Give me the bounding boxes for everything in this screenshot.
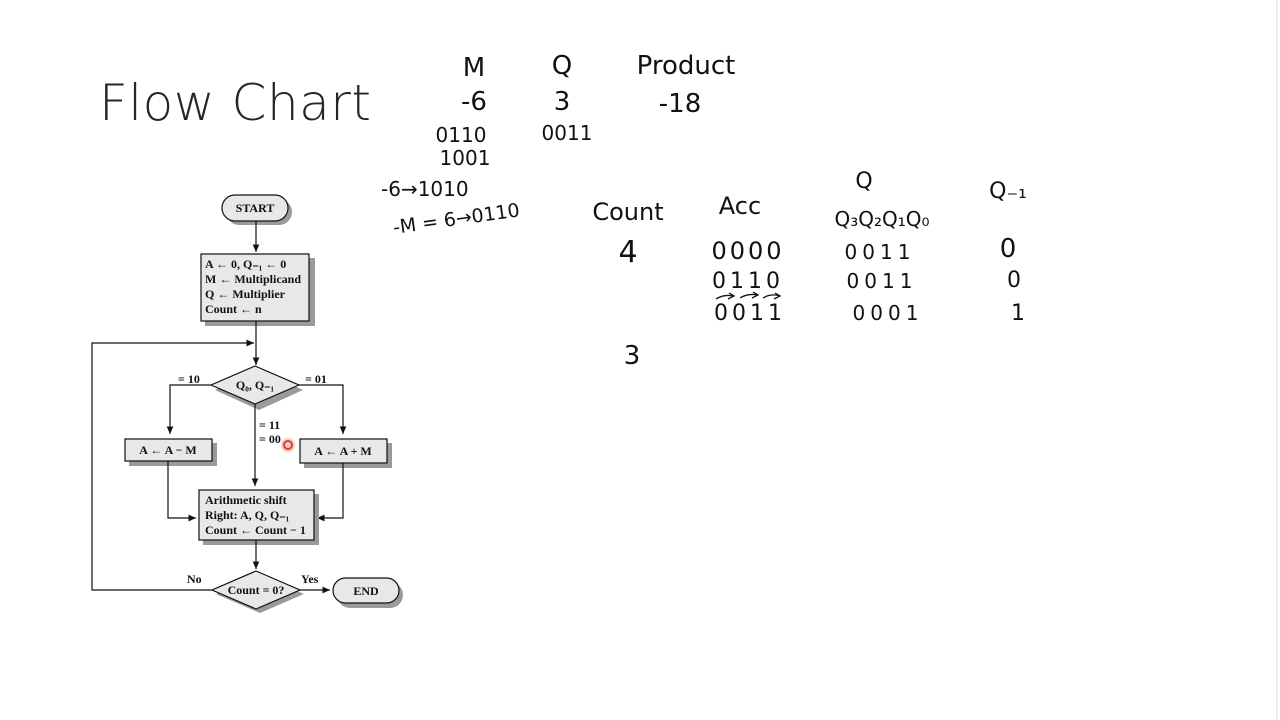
binary-q: 0011: [542, 121, 593, 145]
binary-m: 0110: [436, 123, 487, 147]
count-value-2: 3: [624, 341, 641, 371]
row3-q: 0001: [853, 301, 924, 325]
start-terminal: START: [221, 194, 292, 225]
init-line-2: M ← Multiplicand: [205, 272, 301, 286]
header-q-minus1: Q₋₁: [989, 179, 1027, 204]
row3-acc: 0011: [714, 301, 786, 326]
arrow-to-subtract: [166, 384, 211, 434]
row1-acc: 0000: [711, 237, 784, 265]
edge-label-00: = 00: [259, 432, 281, 446]
arrow-add-shift: [317, 463, 344, 522]
q-group-header: Q: [855, 169, 872, 194]
neg-six: -6→1010: [381, 177, 469, 201]
edge-label-10: = 10: [178, 372, 200, 386]
decision2-label: Count = 0?: [228, 583, 285, 597]
row2-acc: 0110: [712, 269, 784, 294]
shift-arrow-1: [715, 294, 734, 300]
row2-q: 0011: [847, 269, 918, 293]
table-row: 0000 0011 0: [711, 234, 1016, 265]
header-count: Count: [592, 198, 663, 226]
init-line-4: Count ← n: [205, 302, 262, 316]
shift-line-1: Arithmetic shift: [205, 493, 287, 507]
arrow-loop-no: [91, 339, 254, 591]
value-product: -18: [659, 89, 701, 119]
row1-qminus1: 0: [1000, 234, 1017, 264]
shift-box: Arithmetic shift Right: A, Q, Q₋₁ Count …: [198, 489, 319, 545]
header-q: Q: [552, 51, 572, 81]
shift-line-2: Right: A, Q, Q₋₁: [205, 508, 290, 522]
shift-line-3: Count ← Count − 1: [205, 523, 306, 537]
table-row: 0110 0011 0: [712, 268, 1021, 294]
handwritten-notes: M Q Product -6 3 -18 0110 0011 1001 -6→1…: [381, 51, 1027, 371]
slide-title: Flow Chart: [99, 74, 372, 132]
header-m: M: [463, 53, 485, 83]
add-box: A ← A + M: [299, 438, 392, 468]
shift-arrows: [715, 291, 782, 300]
decision-count-zero: Count = 0?: [210, 570, 304, 613]
end-label: END: [353, 584, 379, 598]
init-box: A ← 0, Q₋₁ ← 0 M ← Multiplicand Q ← Mult…: [200, 253, 315, 326]
shift-arrow-3-head: [773, 292, 782, 300]
edge-label-yes: Yes: [301, 572, 319, 586]
decision1-label: Q₀, Q₋₁: [236, 378, 275, 392]
count-value-1: 4: [618, 235, 637, 270]
neg-m: -M = 6→0110: [392, 199, 521, 239]
header-q-bits: Q₃Q₂Q₁Q₀: [834, 207, 929, 231]
init-line-1: A ← 0, Q₋₁ ← 0: [205, 257, 286, 271]
arrow-to-add: [299, 384, 347, 434]
shift-arrow-1-head: [727, 292, 736, 300]
value-m: -6: [461, 87, 487, 117]
header-product: Product: [637, 51, 736, 81]
init-line-3: Q ← Multiplier: [205, 287, 286, 301]
edge-label-no: No: [187, 572, 202, 586]
laser-pointer-glow: [281, 438, 295, 452]
end-terminal: END: [332, 577, 403, 608]
row3-qminus1: 1: [1011, 301, 1025, 326]
add-label: A ← A + M: [314, 444, 372, 458]
start-label: START: [236, 201, 275, 215]
shift-arrow-2-head: [751, 291, 760, 299]
laser-pointer: [283, 440, 293, 450]
edge-label-11: = 11: [259, 418, 280, 432]
header-acc: Acc: [719, 192, 761, 220]
table-row: 0011 0001 1: [714, 301, 1025, 326]
complement: 1001: [440, 146, 491, 170]
row2-qminus1: 0: [1007, 268, 1021, 293]
subtract-label: A ← A − M: [139, 443, 197, 457]
value-q: 3: [554, 87, 571, 117]
decision-q0-qminus1: Q₀, Q₋₁: [209, 365, 303, 410]
flowchart: START A ← 0, Q₋₁ ← 0 M ← Multiplicand Q …: [91, 194, 403, 613]
subtract-box: A ← A − M: [124, 438, 217, 466]
arrow-subtract-shift: [167, 461, 196, 522]
row1-q: 0011: [845, 240, 916, 264]
edge-label-01: = 01: [305, 372, 327, 386]
